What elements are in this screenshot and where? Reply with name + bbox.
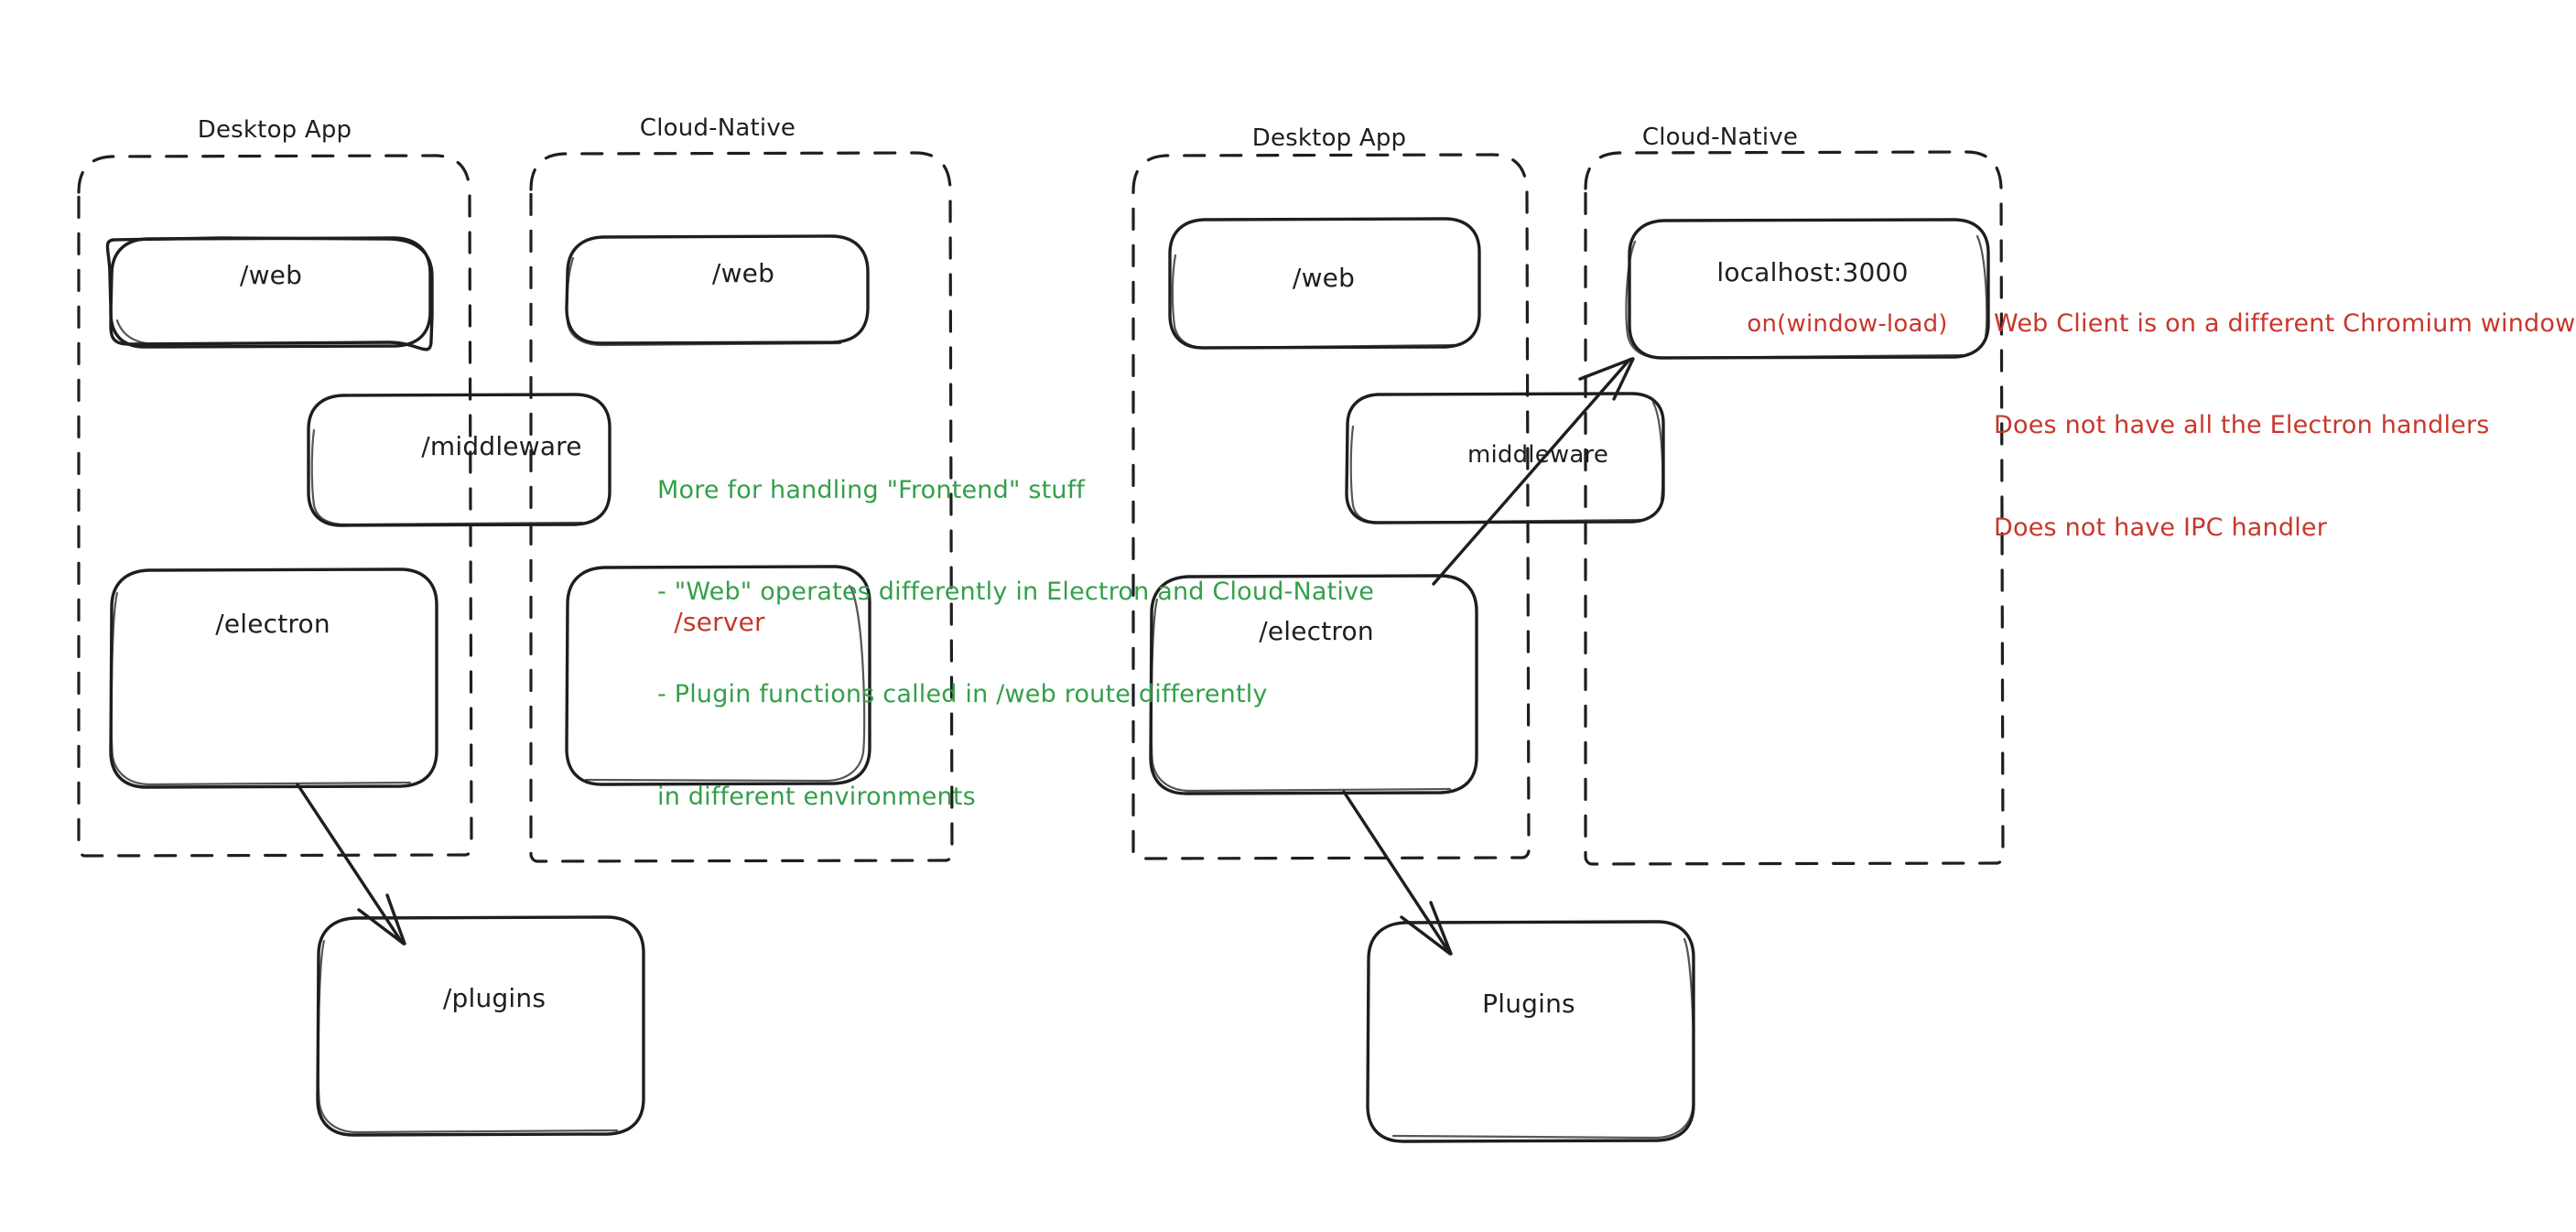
- left-cloud-native-group: [529, 151, 954, 863]
- left-web-desktop-box: [105, 236, 434, 351]
- right-desktop-app-group: [1131, 153, 1531, 860]
- left-server-box: [565, 565, 871, 786]
- right-web-box: [1168, 217, 1481, 350]
- right-middleware-box: [1345, 392, 1665, 524]
- right-electron-to-localhost-arrow: [1432, 357, 1635, 586]
- right-plugins-box: [1366, 920, 1695, 1143]
- left-desktop-app-group: [77, 154, 473, 858]
- left-web-cloud-box: [565, 234, 870, 347]
- left-middleware-box: [307, 393, 612, 527]
- left-electron-box: [109, 567, 438, 789]
- right-electron-box: [1149, 574, 1478, 795]
- left-plugins-box: [316, 915, 645, 1137]
- right-cloud-native-group: [1584, 150, 2005, 866]
- right-localhost-box: [1625, 218, 1990, 360]
- right-electron-to-plugins-arrow: [1342, 790, 1453, 956]
- left-electron-to-plugins-arrow: [296, 783, 406, 946]
